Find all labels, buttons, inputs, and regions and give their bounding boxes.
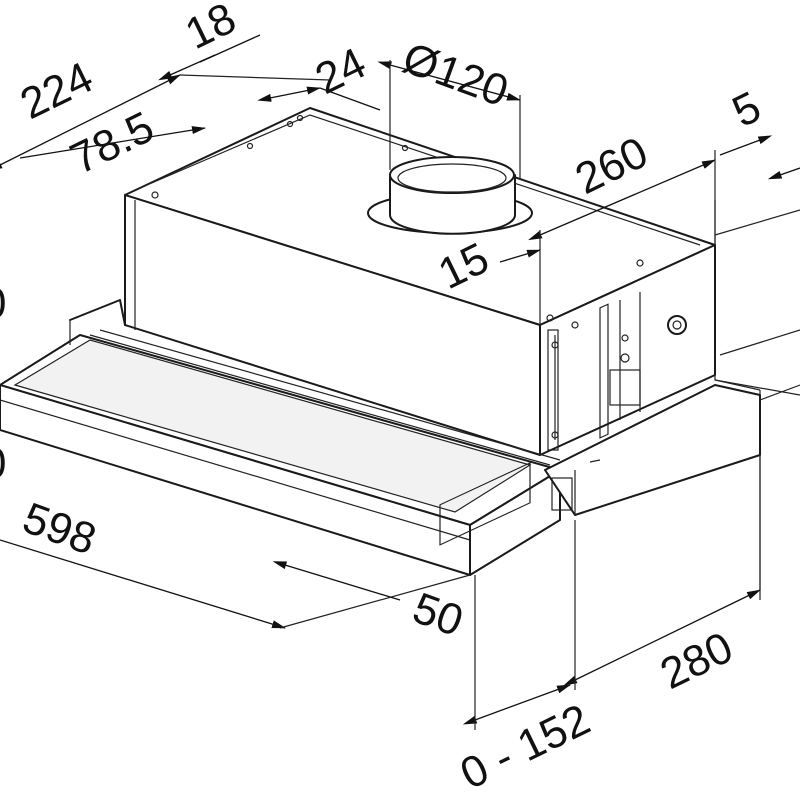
dim-label-120: Ø120 — [397, 33, 515, 116]
dim-label-598: 598 — [17, 493, 103, 564]
dim-label-50: 50 — [407, 583, 470, 646]
dim-label-224: 224 — [13, 53, 100, 129]
dim-label-left-partial-2: 0 — [0, 439, 6, 488]
dim-label-18: 18 — [178, 0, 243, 59]
dim-label-left-partial: 0 — [0, 279, 6, 328]
duct-collar — [367, 156, 533, 235]
dim-label-280: 280 — [653, 623, 740, 699]
dimension-lines — [0, 34, 800, 730]
slide-out-visor — [0, 299, 761, 576]
dim-label-260: 260 — [568, 128, 655, 204]
dim-label-24: 24 — [308, 38, 373, 104]
dim-label-78-5: 78.5 — [63, 102, 161, 184]
dim-label-5: 5 — [725, 82, 768, 137]
